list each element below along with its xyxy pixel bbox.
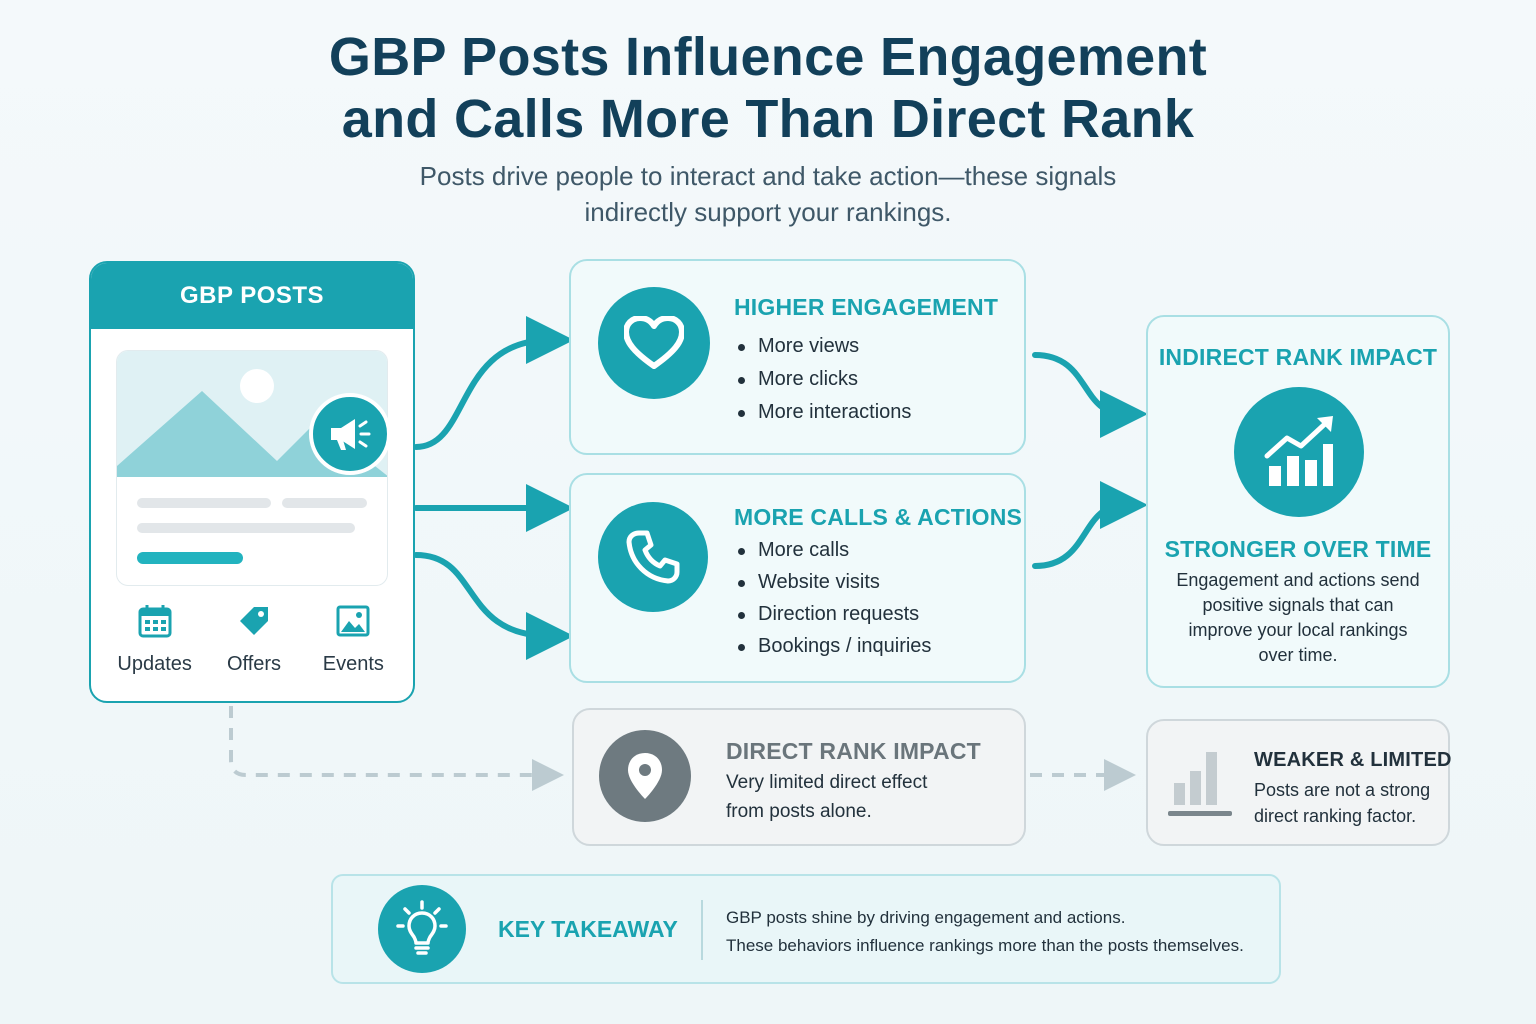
- post-text-line: [282, 498, 367, 508]
- post-type-offers: Offers: [208, 603, 300, 676]
- title-line-2: and Calls More Than Direct Rank: [341, 89, 1195, 149]
- post-type-label: Updates: [117, 653, 192, 675]
- lightbulb-icon: [378, 885, 466, 973]
- gbp-posts-title: GBP POSTS: [91, 263, 413, 329]
- indirect-text-line: Engagement and actions send: [1176, 570, 1420, 590]
- direct-title: DIRECT RANK IMPACT: [726, 738, 981, 764]
- takeaway-title: KEY TAKEAWAY: [498, 916, 678, 942]
- more-calls-box: MORE CALLS & ACTIONS More calls Website …: [569, 473, 1026, 683]
- key-takeaway-panel: KEY TAKEAWAY GBP posts shine by driving …: [331, 874, 1281, 984]
- heart-icon: [598, 287, 710, 399]
- image-icon: [336, 605, 370, 637]
- weaker-limited-box: WEAKER & LIMITED Posts are not a strong …: [1146, 719, 1452, 846]
- list-item: Website visits: [734, 571, 931, 594]
- post-text-line: [137, 523, 355, 533]
- takeaway-text: GBP posts shine by driving engagement an…: [726, 904, 1244, 960]
- direct-description: Very limited direct effect from posts al…: [726, 768, 927, 826]
- indirect-text-line: improve your local rankings: [1188, 620, 1408, 640]
- growth-chart-icon: [1234, 387, 1364, 517]
- arrow-posts-to-calls-lower: [413, 552, 574, 660]
- list-item: More interactions: [734, 401, 911, 424]
- post-type-updates: Updates: [109, 603, 201, 676]
- post-types: Updates Offers Events: [91, 603, 413, 676]
- direct-rank-box: DIRECT RANK IMPACT Very limited direct e…: [572, 708, 1026, 846]
- calls-title: MORE CALLS & ACTIONS: [734, 504, 1023, 530]
- weaker-text-line: direct ranking factor.: [1254, 806, 1417, 826]
- takeaway-line-1: GBP posts shine by driving engagement an…: [726, 908, 1126, 927]
- location-pin-icon: [599, 730, 691, 822]
- indirect-text-line: positive signals that can: [1202, 595, 1394, 615]
- arrow-engagement-to-indirect: [1032, 352, 1148, 438]
- engagement-title: HIGHER ENGAGEMENT: [734, 294, 999, 320]
- post-type-label: Offers: [226, 653, 282, 675]
- bar-chart-icon: [1168, 752, 1232, 816]
- weaker-description: Posts are not a strong direct ranking fa…: [1254, 777, 1430, 829]
- page-subtitle: Posts drive people to interact and take …: [0, 158, 1536, 230]
- list-item: Direction requests: [734, 603, 931, 626]
- page-title: GBP Posts Influence Engagement and Calls…: [0, 26, 1536, 150]
- indirect-rank-box: INDIRECT RANK IMPACT STRONGER OVER TIME …: [1146, 315, 1450, 688]
- indirect-text-line: over time.: [1258, 645, 1338, 665]
- indirect-subtitle: STRONGER OVER TIME: [1164, 536, 1432, 562]
- title-line-1: GBP Posts Influence Engagement: [328, 27, 1208, 87]
- phone-icon: [598, 502, 708, 612]
- gbp-posts-card: GBP POSTS: [89, 261, 415, 703]
- list-item: Bookings / inquiries: [734, 635, 931, 658]
- subtitle-line-2: indirectly support your rankings.: [584, 197, 952, 227]
- list-item: More clicks: [734, 368, 911, 391]
- engagement-list: More views More clicks More interactions: [734, 335, 911, 424]
- calls-list: More calls Website visits Direction requ…: [734, 539, 931, 658]
- post-preview: [116, 350, 388, 586]
- subtitle-line-1: Posts drive people to interact and take …: [419, 161, 1117, 191]
- direct-text-line: Very limited direct effect: [726, 772, 928, 793]
- list-item: More views: [734, 335, 911, 358]
- post-type-events: Events: [307, 603, 399, 676]
- takeaway-divider: [701, 900, 703, 960]
- post-type-label: Events: [322, 653, 384, 675]
- tag-icon: [239, 607, 268, 635]
- takeaway-line-2: These behaviors influence rankings more …: [726, 936, 1244, 955]
- weaker-text-line: Posts are not a strong: [1254, 780, 1431, 800]
- arrow-calls-to-indirect: [1032, 481, 1148, 569]
- megaphone-icon: [309, 393, 391, 475]
- indirect-description: Engagement and actions send positive sig…: [1148, 568, 1448, 668]
- indirect-title: INDIRECT RANK IMPACT: [1158, 344, 1438, 370]
- arrow-posts-to-engagement: [413, 316, 574, 450]
- weaker-title: WEAKER & LIMITED: [1254, 749, 1452, 771]
- direct-text-line: from posts alone.: [726, 801, 872, 822]
- list-item: More calls: [734, 539, 931, 562]
- post-text-line: [137, 498, 271, 508]
- post-cta-bar: [137, 552, 243, 564]
- dashed-posts-to-direct: [229, 706, 564, 791]
- higher-engagement-box: HIGHER ENGAGEMENT More views More clicks…: [569, 259, 1026, 455]
- calendar-icon: [138, 605, 172, 638]
